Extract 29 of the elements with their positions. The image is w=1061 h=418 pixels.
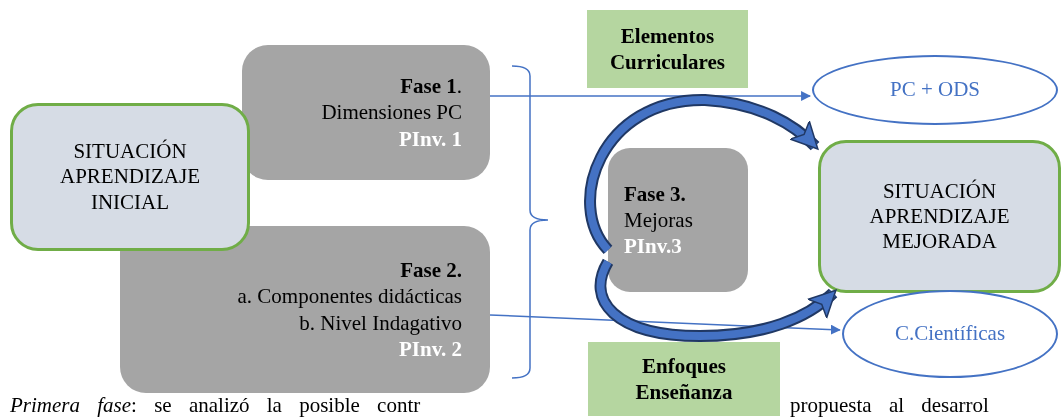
paragraph-text: propuesta al desarrol <box>790 393 989 417</box>
node-text: PInv. 1 <box>398 125 462 152</box>
node-title: PC + ODS <box>889 76 980 104</box>
node-title: Fase 1. <box>400 73 462 100</box>
node-title: Fase 2. <box>400 257 462 284</box>
paragraph-text: Primera fase: se analizó la posible contr <box>10 393 421 417</box>
phase-box <box>120 226 490 393</box>
node-text: PInv.3 <box>624 233 682 260</box>
node-title: Fase 3. <box>624 180 686 207</box>
node-title: SITUACIÓN APRENDIZAJE INICIAL <box>59 139 201 215</box>
node-title: C.Científicas <box>894 320 1006 348</box>
node-text: Dimensiones PC <box>321 99 462 126</box>
phase-box <box>242 45 490 180</box>
node-title: Elementos Curriculares <box>608 22 727 76</box>
arrow <box>489 314 841 335</box>
curved-arrow <box>596 260 837 340</box>
concept-box <box>587 10 748 88</box>
concept-box <box>588 342 780 416</box>
node-text: b. Nivel Indagativo <box>299 309 462 336</box>
phase-box <box>608 148 748 292</box>
arrow <box>489 91 812 101</box>
node-text: a. Componentes didácticas <box>237 283 462 310</box>
curved-arrow <box>586 96 819 253</box>
state-box <box>818 140 1061 293</box>
node-title: SITUACIÓN APRENDIZAJE MEJORADA <box>868 178 1011 255</box>
state-box <box>10 103 250 251</box>
node-text: Mejoras <box>624 206 693 234</box>
node-text: PInv. 2 <box>398 335 462 362</box>
node-title: Enfoques Enseñanza <box>634 352 734 406</box>
